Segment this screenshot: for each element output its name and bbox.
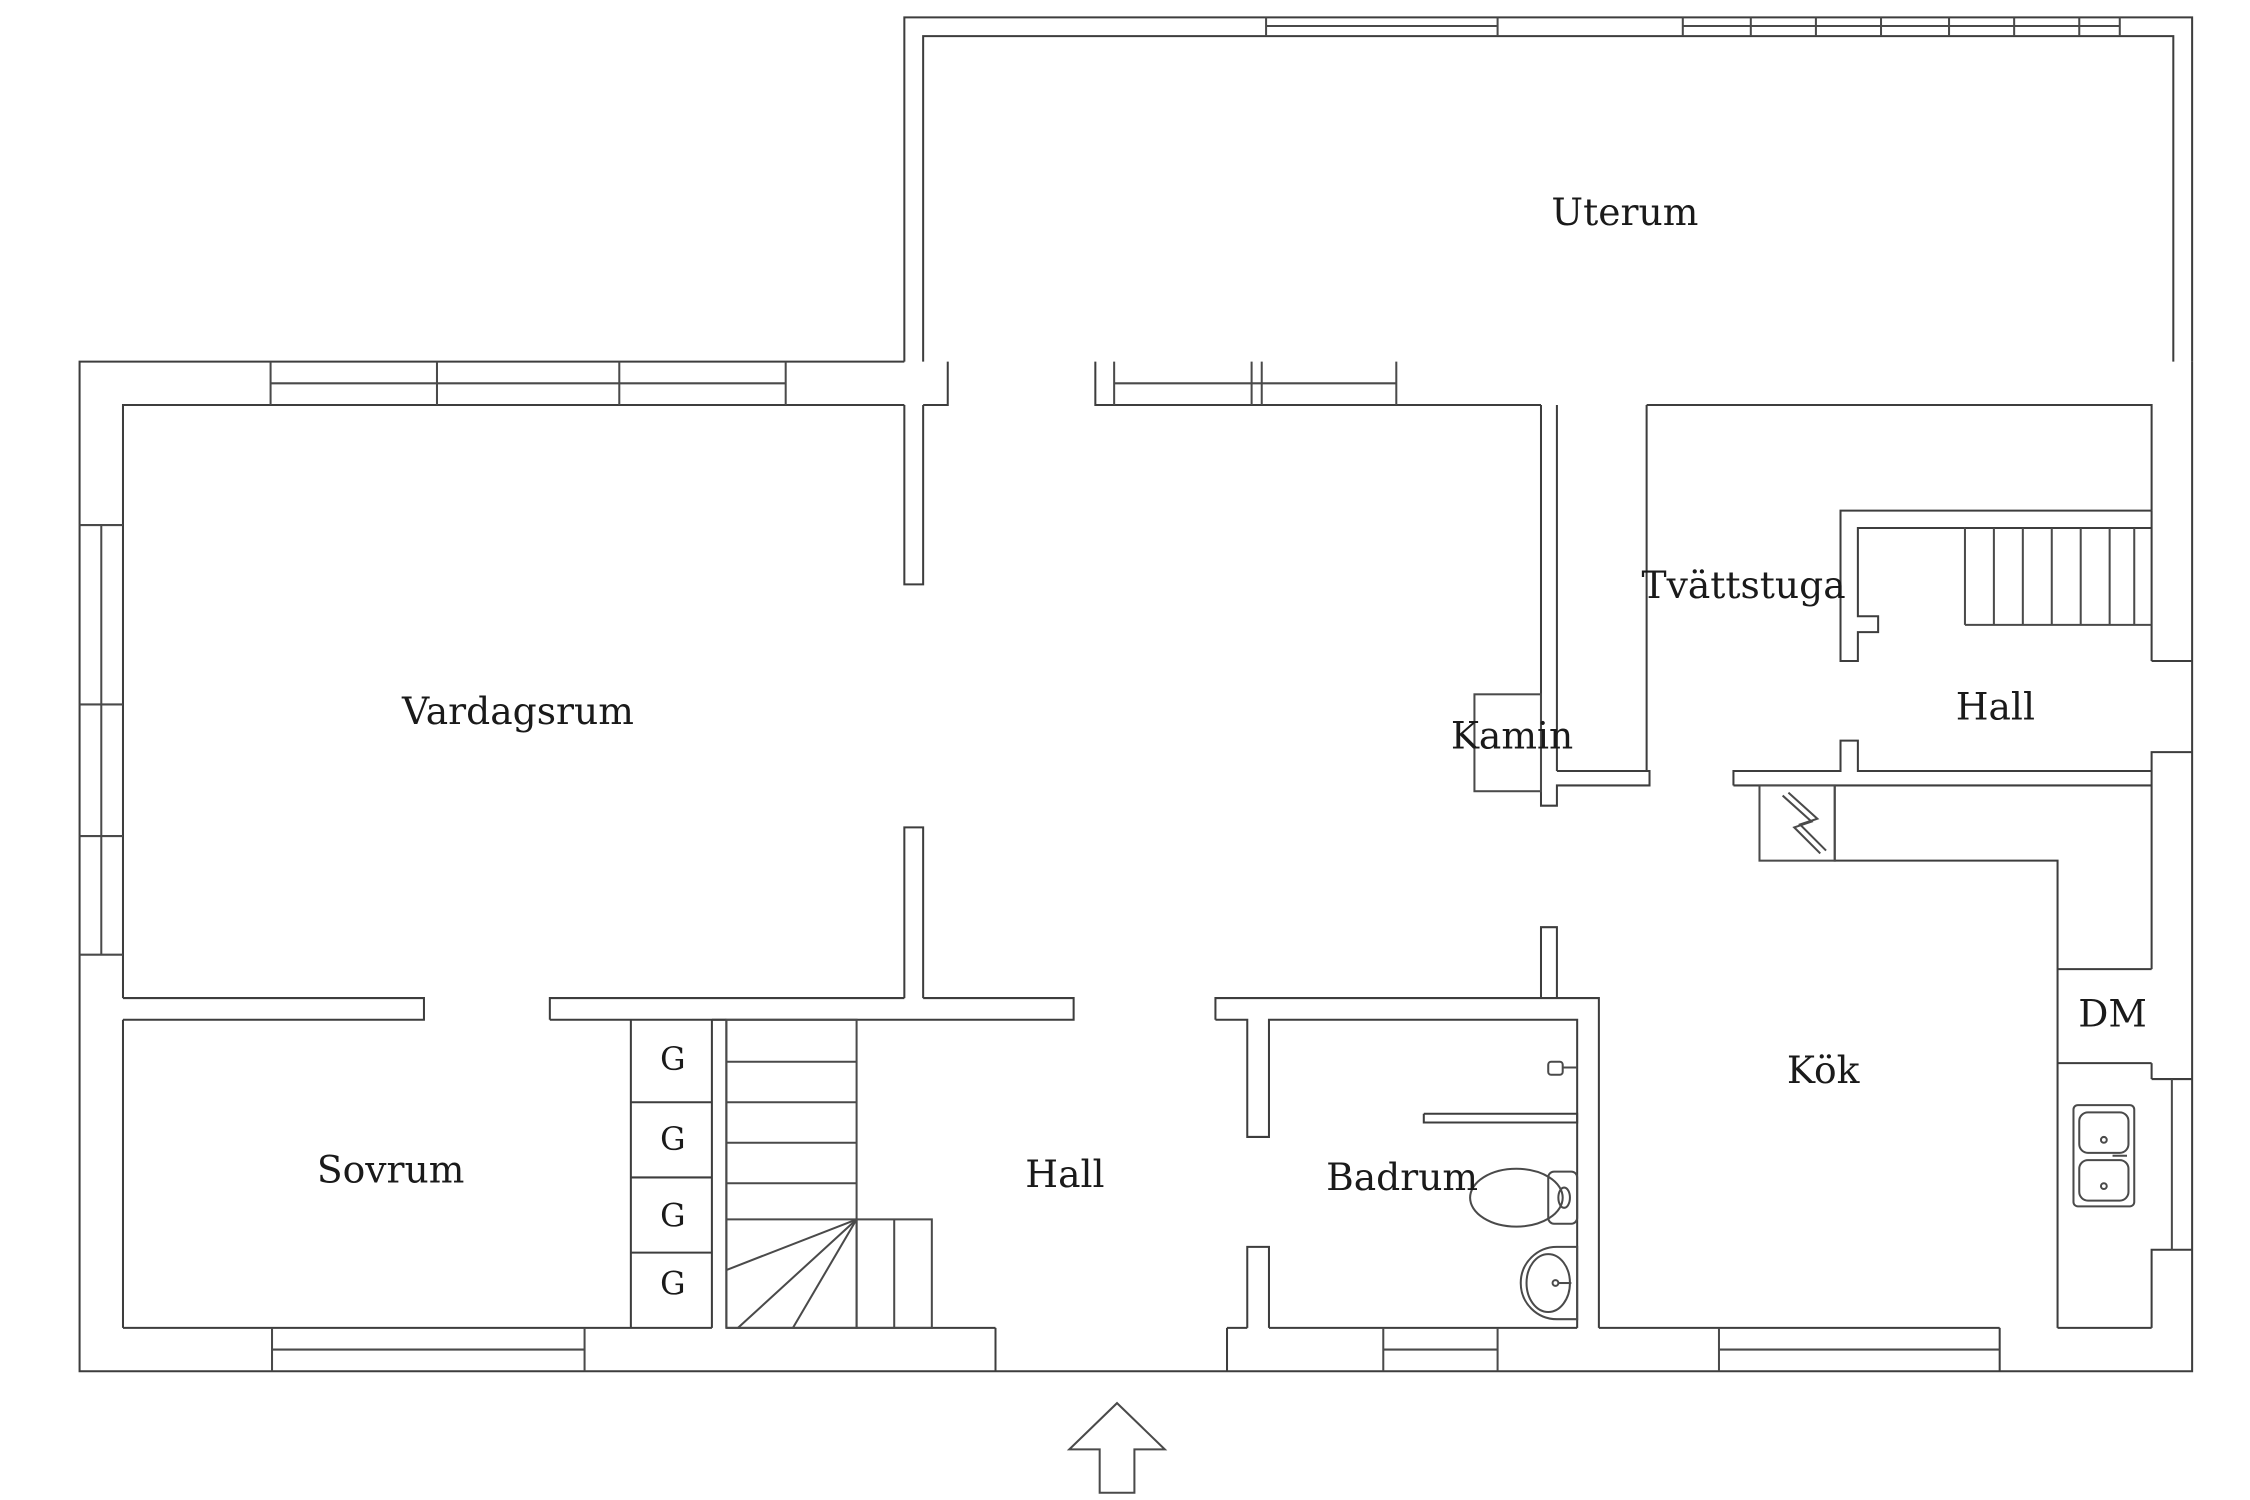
room-label-vardagsrum: Vardagsrum bbox=[401, 689, 634, 733]
room-label-kamin: Kamin bbox=[1451, 714, 1573, 758]
kitchen-sink-icon bbox=[2072, 1104, 2136, 1208]
windows bbox=[79, 17, 2173, 1372]
electrical-panel bbox=[1758, 784, 1836, 862]
faucet-icon bbox=[1547, 1060, 1578, 1076]
closet-label: G bbox=[660, 1120, 685, 1158]
room-label-tvattstuga: Tvättstuga bbox=[1641, 563, 1845, 607]
room-label-hall: Hall bbox=[1025, 1152, 1104, 1196]
room-label-dm: DM bbox=[2078, 991, 2147, 1035]
room-label-kok: Kök bbox=[1787, 1048, 1861, 1092]
room-label-uterum: Uterum bbox=[1551, 190, 1698, 234]
closet-label: G bbox=[660, 1264, 685, 1302]
closet-label: G bbox=[660, 1040, 685, 1078]
room-label-hall-right: Hall bbox=[1956, 685, 2035, 729]
room-labels: Uterum Vardagsrum Sovrum Hall Hall Badru… bbox=[317, 190, 2147, 1199]
room-label-badrum: Badrum bbox=[1326, 1155, 1478, 1199]
stairs-main bbox=[725, 1018, 933, 1329]
room-label-sovrum: Sovrum bbox=[317, 1148, 465, 1192]
closet-label: G bbox=[660, 1196, 685, 1234]
stairs-upper-right bbox=[1963, 527, 2152, 626]
closet-labels: G G G G bbox=[660, 1040, 685, 1302]
washbasin-icon bbox=[1519, 1245, 1579, 1321]
entrance-arrow-icon bbox=[1066, 1401, 1168, 1494]
toilet-icon bbox=[1469, 1167, 1579, 1228]
